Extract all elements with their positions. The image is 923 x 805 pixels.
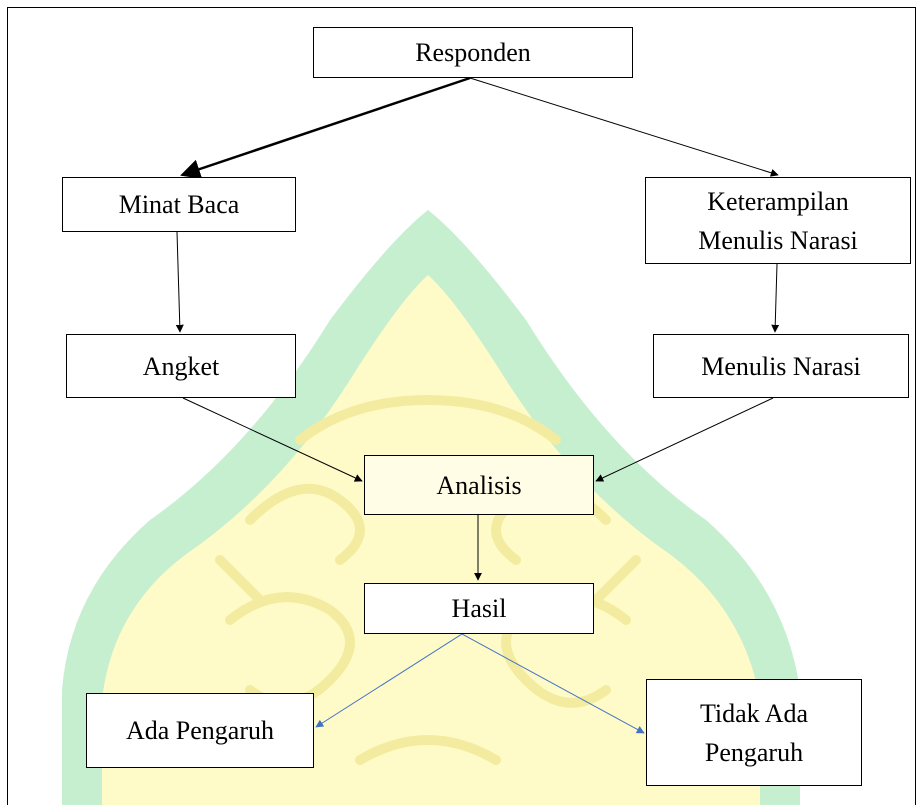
edge-hasil-tidak-ada-pengaruh	[461, 633, 645, 734]
node-keterampilan-line1: Keterampilan	[707, 186, 849, 216]
node-analisis-label: Analisis	[436, 470, 522, 500]
node-tidak-ada-line2: Pengaruh	[704, 737, 804, 767]
node-responden-label: Responden	[415, 38, 531, 67]
edge-angket-analisis	[182, 397, 363, 482]
node-analisis: Analisis	[364, 455, 594, 515]
node-tidak-ada-pengaruh: Tidak Ada Pengaruh	[646, 679, 862, 786]
edge-responden-keterampilan	[469, 77, 779, 177]
node-hasil: Hasil	[364, 583, 594, 634]
node-ada-pengaruh-label: Ada Pengaruh	[125, 716, 274, 745]
diagram-frame	[7, 7, 916, 805]
node-angket: Angket	[66, 334, 296, 398]
node-keterampilan-line2: Menulis Narasi	[698, 225, 858, 255]
node-angket-label: Angket	[142, 351, 220, 381]
node-tidak-ada-line1: Tidak Ada	[699, 698, 809, 728]
edge-minat-baca-angket	[175, 231, 184, 333]
edge-keterampilan-menulis-narasi	[771, 263, 780, 333]
node-menulis-narasi-label: Menulis Narasi	[701, 351, 861, 381]
edge-menulis-narasi-analisis	[595, 397, 774, 482]
node-minat-baca: Minat Baca	[62, 177, 296, 232]
edge-responden-minat-baca	[180, 76, 471, 179]
node-keterampilan-menulis-narasi: Keterampilan Menulis Narasi	[645, 177, 911, 264]
node-menulis-narasi: Menulis Narasi	[653, 334, 909, 398]
node-minat-baca-label: Minat Baca	[118, 190, 240, 219]
node-ada-pengaruh: Ada Pengaruh	[86, 693, 314, 768]
node-responden: Responden	[313, 27, 633, 78]
watermark-inner-arch	[102, 275, 760, 805]
edge-hasil-ada-pengaruh	[315, 633, 463, 728]
node-hasil-label: Hasil	[451, 594, 507, 623]
